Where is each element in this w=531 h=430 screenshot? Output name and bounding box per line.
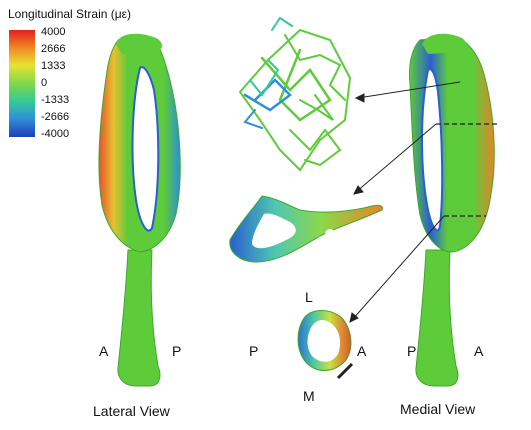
legend-title: Longitudinal Strain (με) xyxy=(8,7,131,21)
medial-view-caption: Medial View xyxy=(400,401,476,417)
cross-label-bottom: M xyxy=(303,388,315,404)
cross-section-upper xyxy=(229,195,383,263)
section-markers xyxy=(436,123,500,217)
legend-tick: 2666 xyxy=(41,43,66,55)
lateral-label-left: A xyxy=(99,343,109,359)
medial-label-right: A xyxy=(474,343,484,359)
trabecular-mesh xyxy=(238,16,352,172)
medial-bone xyxy=(409,33,495,387)
legend-colorbar xyxy=(9,30,35,137)
lateral-bone xyxy=(98,33,181,387)
legend-tick: -1333 xyxy=(41,94,70,106)
pointer-arrows xyxy=(349,81,461,323)
legend-tick: -2666 xyxy=(41,111,70,123)
cross-section-lower xyxy=(297,310,354,380)
legend-tick: 1333 xyxy=(41,60,66,72)
lateral-label-right: P xyxy=(172,343,182,359)
lateral-view-caption: Lateral View xyxy=(93,403,170,419)
legend-tick: 4000 xyxy=(41,26,66,38)
cross-label-top: L xyxy=(305,289,313,305)
legend-tick: 0 xyxy=(41,77,48,89)
medial-label-left: P xyxy=(407,343,417,359)
legend-tick: -4000 xyxy=(41,128,70,140)
cross-label-right: A xyxy=(357,343,367,359)
cross-label-left: P xyxy=(249,343,259,359)
